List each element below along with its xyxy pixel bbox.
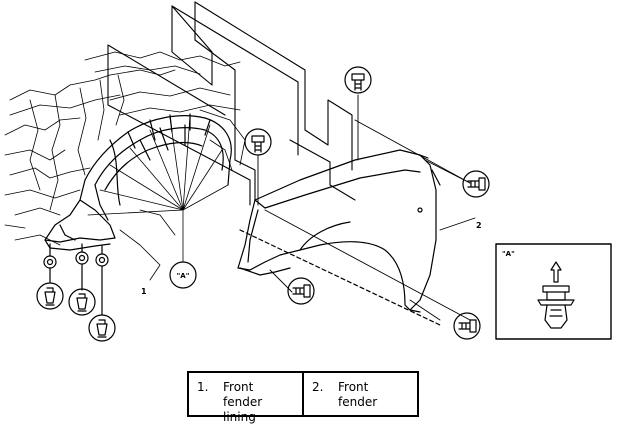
legend-number: 1. bbox=[197, 380, 209, 394]
view-a-circle bbox=[169, 261, 197, 289]
callout-view-a: "A" bbox=[177, 272, 190, 280]
callout-item-2: 2 bbox=[476, 221, 482, 230]
bolt-callout-mid bbox=[244, 128, 272, 156]
detail-a-title: "A" bbox=[502, 250, 515, 258]
screw-callout-1 bbox=[36, 282, 64, 310]
screw-callout-2 bbox=[68, 288, 96, 316]
bolt-callout-top bbox=[344, 66, 372, 94]
legend-entry-1: 1. Front fender lining bbox=[189, 373, 302, 424]
bolt-callout-bottom bbox=[453, 312, 481, 340]
lining-clips bbox=[43, 243, 109, 316]
legend-entry-2: 2. Front fender bbox=[302, 373, 417, 415]
detail-a-box bbox=[495, 243, 612, 340]
front-fender-lining bbox=[44, 113, 232, 251]
front-fender bbox=[237, 149, 441, 313]
engine-compartment bbox=[4, 51, 246, 281]
push-clip-detail bbox=[537, 261, 575, 329]
callout-item-1: 1 bbox=[141, 287, 147, 296]
fender-leader-dashed bbox=[239, 229, 441, 326]
screw-callout-3 bbox=[88, 314, 116, 342]
legend-label: Front fender bbox=[338, 380, 378, 409]
bolt-callout-right bbox=[462, 170, 490, 198]
reference-planes bbox=[107, 1, 356, 206]
parts-legend: 1. Front fender lining 2. Front fender bbox=[187, 371, 419, 424]
legend-label: Front fender lining bbox=[223, 380, 263, 424]
legend-number: 2. bbox=[312, 380, 324, 394]
bolt-leaders bbox=[257, 94, 476, 321]
view-a-leaders bbox=[87, 115, 229, 263]
bolt-callout-lower bbox=[287, 277, 315, 305]
